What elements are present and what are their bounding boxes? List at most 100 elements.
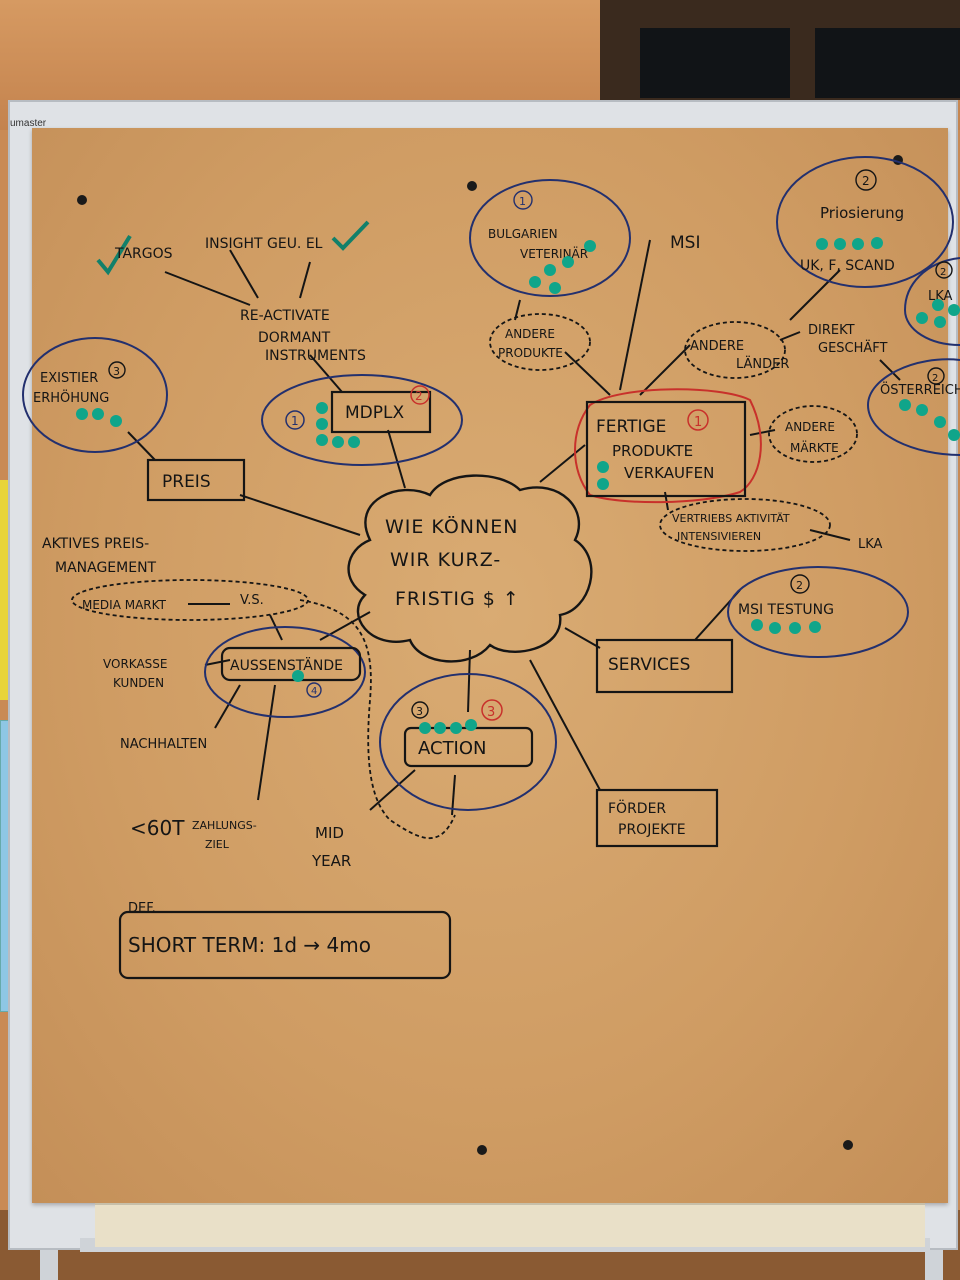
connector: [664, 491, 669, 511]
vote-dot: [465, 719, 477, 731]
vote-dot: [934, 316, 946, 328]
forder-line-1: FÖRDER: [608, 799, 666, 817]
vote-dot: [316, 402, 328, 414]
connector: [539, 444, 586, 483]
erhohung-line-1: EXISTIER: [40, 371, 98, 386]
connector: [369, 769, 416, 811]
bulgarien-rank: 1: [519, 195, 526, 208]
media-markt-label: MEDIA MARKT: [82, 598, 167, 612]
mdplx-bubble: [261, 374, 463, 466]
connector: [779, 331, 801, 341]
vote-dot: [789, 622, 801, 634]
vote-dot: [316, 418, 328, 430]
action-label: ACTION: [418, 738, 487, 759]
vote-dot: [597, 478, 609, 490]
direkt-line-1: DIREKT: [808, 323, 855, 338]
vorkasse-line-1: VORKASSE: [103, 657, 167, 671]
flipchart-paper: [32, 128, 948, 1203]
services-label: SERVICES: [608, 655, 690, 675]
targos-label: TARGOS: [114, 246, 173, 262]
vote-dot: [419, 722, 431, 734]
osterreich-rank: 2: [932, 373, 938, 384]
connector: [749, 429, 776, 436]
window-pane: [815, 28, 960, 98]
connector: [127, 431, 156, 461]
lka-bubble: [903, 257, 960, 346]
vote-dot: [348, 436, 360, 448]
msi-testung-label: MSI TESTUNG: [738, 602, 834, 618]
bulgarien-bubble: [469, 179, 631, 297]
bulgarien-rank-circle: [513, 190, 533, 210]
vote-dot: [769, 622, 781, 634]
aussenstande-rank: 4: [311, 686, 317, 697]
vote-dot: [434, 722, 446, 734]
connector: [619, 239, 651, 391]
mdplx-rank-right-circle: [410, 385, 430, 405]
preis-box: [146, 458, 246, 502]
aussenstande-rank-circle: [306, 682, 322, 698]
pin: [77, 195, 87, 205]
fertige-line-3: VERKAUFEN: [624, 464, 714, 482]
priosierung-rank-circle: [855, 169, 877, 191]
fertige-line-2: PRODUKTE: [612, 442, 693, 460]
vertriebs-line-2: INTENSIVIEREN: [677, 530, 761, 543]
connector: [529, 659, 601, 791]
vote-dot: [816, 238, 828, 250]
aussenstande-label: AUSSENSTÄNDE: [230, 656, 343, 674]
vote-dot: [809, 621, 821, 633]
connector: [229, 249, 259, 299]
vote-dot: [834, 238, 846, 250]
vote-dot: [562, 256, 574, 268]
center-line-2: WIR KURZ-: [390, 549, 501, 571]
definition-label: DEF.: [128, 901, 156, 916]
board-brand: umaster: [10, 118, 47, 129]
andere-lander-line-1: ANDERE: [690, 339, 744, 354]
erhohung-rank-circle: [108, 361, 126, 379]
fertige-box: [585, 400, 747, 498]
mid-year-dashed-loop: [299, 599, 456, 840]
connector: [299, 261, 311, 299]
erhohung-rank: 3: [113, 365, 120, 378]
connector: [164, 271, 251, 306]
andere-produkte-bubble: [489, 313, 591, 371]
vote-dot: [110, 415, 122, 427]
andere-produkte-line-1: ANDERE: [505, 327, 555, 341]
andere-lander-line-2: LÄNDER: [736, 356, 789, 372]
fertige-line-1: FERTIGE: [596, 417, 666, 437]
erhohung-line-2: ERHÖHUNG: [33, 389, 109, 406]
mdplx-rank-left: 1: [291, 414, 299, 428]
mid-year-line-1: MID: [315, 824, 344, 842]
vote-dot: [948, 304, 960, 316]
mdplx-rank-left-circle: [285, 410, 305, 430]
connector: [789, 269, 841, 321]
lka-high-rank: 2: [940, 267, 946, 278]
msi-testung-rank: 2: [796, 579, 803, 592]
services-box: [595, 638, 734, 694]
action-rank-right-circle: [481, 699, 503, 721]
andere-produkte-line-2: PRODUKTE: [498, 346, 563, 360]
window: [600, 0, 960, 100]
connector: [309, 354, 343, 393]
center-line-3: FRISTIG $ ↑: [395, 588, 520, 610]
connector: [257, 684, 276, 801]
mdplx-rank-right: 2: [415, 389, 423, 403]
window-pane: [640, 28, 790, 98]
vote-dot: [597, 461, 609, 473]
connector: [879, 359, 901, 381]
vote-dot: [292, 670, 304, 682]
zahlung-main: <60T: [130, 816, 185, 840]
osterreich-bubble: [866, 358, 960, 456]
erhohung-bubble: [22, 337, 168, 453]
aktives-line-2: MANAGEMENT: [55, 560, 157, 576]
aussenstande-bubble: [204, 626, 366, 718]
mdplx-label: MDPLX: [345, 403, 404, 423]
connector: [214, 684, 241, 729]
check-icon: [96, 234, 132, 276]
andere-markte-bubble: [768, 405, 858, 463]
mdplx-box: [330, 390, 432, 434]
bulgarien-line-2: VETERINÄR: [520, 246, 588, 261]
action-rank-left: 3: [416, 705, 423, 718]
lka-low-label: LKA: [858, 537, 883, 552]
vertriebs-line-1: VERTRIEBS AKTIVITÄT: [672, 512, 790, 525]
